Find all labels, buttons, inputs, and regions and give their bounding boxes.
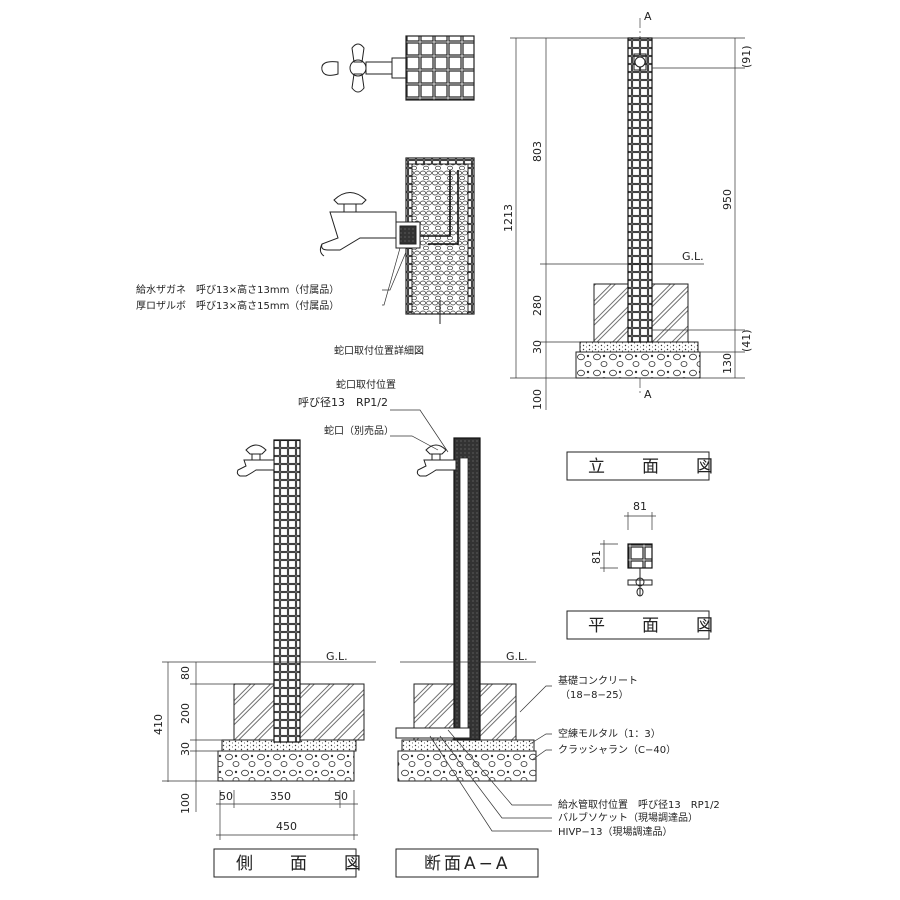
section-view: G.L. 蛇口取付位置 呼び径13 RP1/2 蛇口（別売品） 基礎コンクリート… (298, 378, 720, 878)
section-faucet-icon (416, 444, 457, 477)
elevation-gl: G.L. (682, 250, 704, 263)
section-crusher (397, 750, 537, 782)
side-faucet-icon (236, 444, 275, 477)
detail-view: 給水ザガネ 呼び13×高さ13mm（付属品） 厚ロザルボ 呼び13×高さ15mm… (136, 35, 475, 357)
plan-handle-icon (627, 568, 653, 597)
label-mortar: 空練モルタル（1：3） (558, 727, 661, 740)
label-crusher: クラッシャラン（C−40） (558, 744, 676, 756)
side-dim-410: 410 (152, 714, 165, 735)
side-dim-100: 100 (179, 793, 192, 814)
side-dim-80: 80 (179, 666, 192, 680)
label-faucet-size: 呼び径13 RP1/2 (298, 396, 388, 409)
elevation-title: 立 面 図 (588, 457, 723, 477)
plan-dim-height: 81 (590, 550, 603, 564)
dim-1213: 1213 (502, 204, 515, 232)
side-title: 側 面 図 (236, 854, 371, 874)
label-socket: バルブソケット（現場調達品） (558, 811, 698, 824)
plan-view: 81 81 平 面 図 (566, 500, 723, 640)
label-faucet-position: 蛇口取付位置 (336, 378, 396, 391)
dim-30: 30 (531, 340, 544, 354)
detail-note-elbow: 厚ロザルボ 呼び13×高さ15mm（付属品） (136, 299, 339, 312)
dim-100: 100 (531, 389, 544, 410)
side-dim-30: 30 (179, 742, 192, 756)
label-pipe: HIVP−13（現場調達品） (558, 825, 672, 838)
side-dim-200: 200 (179, 703, 192, 724)
dim-41: (41) (740, 329, 753, 352)
label-concrete-spec: （18−8−25） (560, 689, 629, 701)
detail-post-section (395, 157, 475, 324)
label-faucet-separate: 蛇口（別売品） (324, 424, 394, 437)
detail-caption: 蛇口取付位置詳細図 (334, 344, 424, 357)
label-supply: 給水管取付位置 呼び径13 RP1/2 (558, 798, 720, 811)
detail-faucet-icon (319, 192, 397, 257)
section-title: 断面A−A (424, 854, 511, 874)
side-dim-50-right: 50 (334, 790, 348, 803)
detail-note-washer: 給水ザガネ 呼び13×高さ13mm（付属品） (136, 283, 339, 296)
post-top-tiles (405, 35, 475, 101)
section-mortar (401, 739, 535, 752)
side-gl: G.L. (326, 650, 348, 663)
section-mark-bottom: A (644, 388, 652, 401)
plan-post (627, 543, 653, 569)
side-post (273, 439, 301, 743)
side-crusher (217, 750, 355, 782)
faucet-handle-top-icon (321, 43, 407, 93)
plan-title: 平 面 図 (588, 616, 723, 636)
section-mark-top: A (644, 10, 652, 23)
side-dim-350: 350 (270, 790, 291, 803)
tile-post (627, 37, 653, 343)
side-view: G.L. 80 410 200 30 100 50 350 50 450 側 面… (152, 439, 376, 878)
mortar-layer (579, 341, 699, 353)
dim-130: 130 (721, 353, 734, 374)
side-dim-50-left: 50 (219, 790, 233, 803)
dim-91: (91) (740, 45, 753, 68)
crusher-run-layer (575, 351, 701, 379)
elevation-view: A A G.L. 803 1213 280 30 100 (91) (502, 10, 753, 481)
plan-dim-width: 81 (633, 500, 647, 513)
dim-280: 280 (531, 295, 544, 316)
side-dim-450: 450 (276, 820, 297, 833)
section-gl: G.L. (506, 650, 528, 663)
dim-950: 950 (721, 189, 734, 210)
label-concrete: 基礎コンクリート (558, 674, 638, 687)
dim-803: 803 (531, 141, 544, 162)
